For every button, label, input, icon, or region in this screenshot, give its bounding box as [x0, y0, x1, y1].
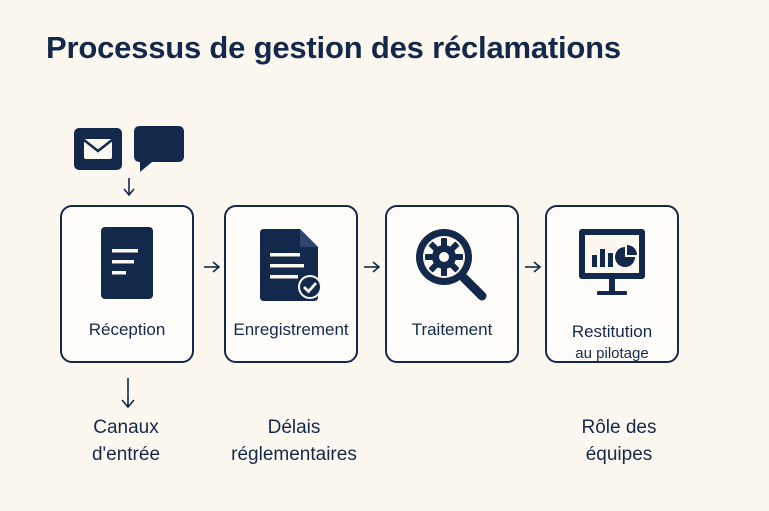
note-line: équipes [585, 444, 653, 465]
arrow-down-icon [119, 377, 137, 414]
arrow-right-icon [524, 260, 542, 279]
step-card-reception: Réception [60, 205, 194, 363]
step-label: Enregistrement [233, 320, 349, 339]
document-check-icon [226, 227, 356, 303]
gear-magnifier-icon [387, 227, 517, 307]
note-line: Canaux [93, 417, 159, 438]
note-line: d'entrée [91, 444, 161, 465]
step-label: Traitement [411, 320, 493, 339]
note-delais: Délais réglementaires [214, 414, 374, 468]
input-channels [74, 126, 186, 203]
note-role: Rôle des équipes [560, 414, 678, 468]
note-line: Délais [267, 417, 321, 438]
arrow-right-icon [363, 260, 381, 279]
document-icon [62, 227, 192, 299]
channel-icons-group [74, 126, 184, 197]
step-label: Réception [88, 320, 166, 339]
note-line: réglementaires [231, 444, 357, 465]
note-canaux: Canaux d'entrée [72, 414, 180, 468]
step-card-traitement: Traitement [385, 205, 519, 363]
arrow-down-small-icon [123, 178, 135, 197]
page-title: Processus de gestion des réclamations [46, 30, 621, 65]
arrow-right-icon [203, 260, 221, 279]
mail-icon [74, 128, 122, 170]
chat-bubble-icon [134, 126, 184, 172]
note-line: Rôle des [581, 417, 657, 438]
step-sublabel: au pilotage [575, 345, 649, 362]
dashboard-chart-icon [547, 227, 677, 301]
step-label: Restitution [571, 322, 653, 341]
step-card-enregistrement: Enregistrement [224, 205, 358, 363]
step-card-restitution: Restitution au pilotage [545, 205, 679, 363]
